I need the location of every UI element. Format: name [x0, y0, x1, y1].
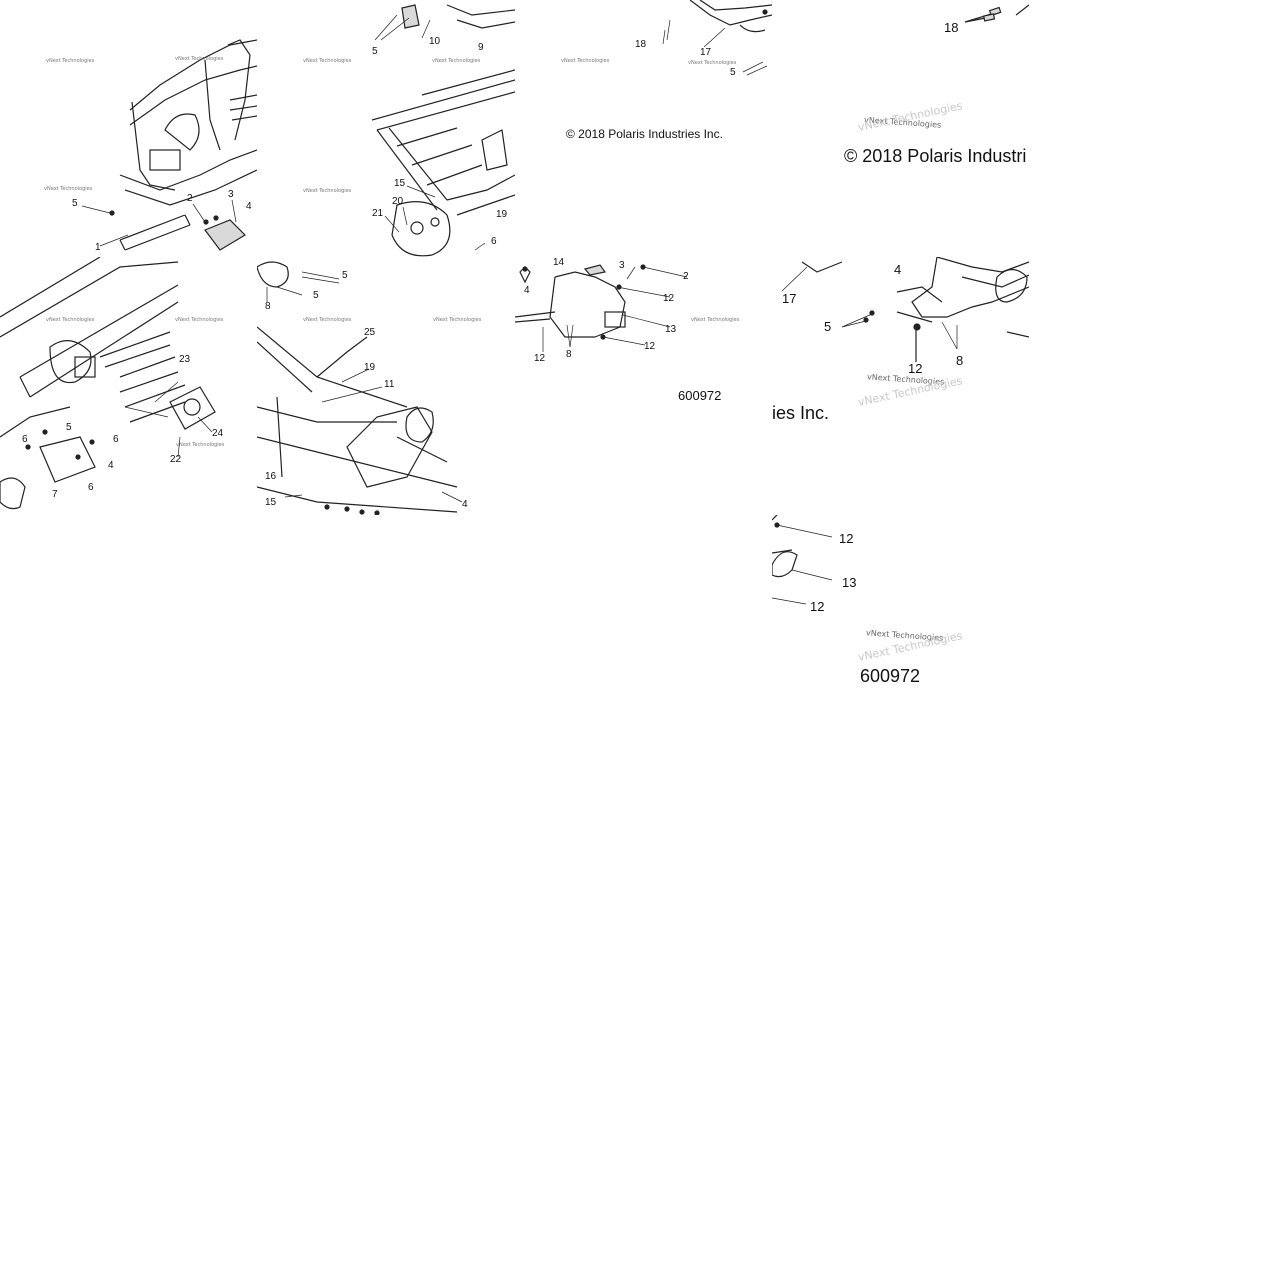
callout-18: 18 — [635, 39, 647, 50]
callout-1: 1 — [95, 242, 101, 253]
callout-12: 12 — [534, 353, 546, 364]
diagram-tile-detail: 12 13 12 vNext Technologies vNext Techno… — [772, 515, 1029, 772]
diagram-tile-tunnel-top: vNext Technologies vNext Technologies vN… — [257, 0, 515, 257]
callout-6: 6 — [22, 434, 28, 445]
callout-4: 4 — [524, 285, 530, 296]
watermark: vNext Technologies — [175, 317, 224, 323]
watermark: vNext Technologies — [303, 188, 352, 194]
callout-4: 4 — [108, 460, 114, 471]
watermark: vNext Technologies — [46, 58, 95, 64]
callout-15: 15 — [265, 497, 277, 508]
diagram-tile-side-frame: vNext Technologies vNext Technologies 5 … — [257, 257, 515, 515]
watermark: vNext Technologies — [432, 58, 481, 64]
watermark: vNext Technologies — [303, 317, 352, 323]
front-mount-drawing — [515, 264, 688, 352]
diagram-tile-copyright-large: 18 vNext Technologies vNext Technologies… — [772, 0, 1029, 257]
bolts-drawing — [964, 4, 1029, 23]
callout-5: 5 — [66, 422, 72, 433]
watermark: vNext Technologies — [303, 58, 352, 64]
callout-13: 13 — [842, 575, 857, 590]
callout-25: 25 — [364, 327, 376, 338]
rear-mount-drawing — [781, 257, 1029, 362]
detail-drawing — [772, 515, 833, 605]
watermark: vNext Technologies — [176, 442, 225, 448]
callout-7: 7 — [52, 489, 58, 500]
copyright-fragment-right: © 2018 Polaris Industri — [844, 146, 1027, 166]
callout-6: 6 — [491, 236, 497, 247]
callout-18: 18 — [944, 20, 959, 35]
callout-9: 9 — [478, 42, 484, 53]
callout-5: 5 — [313, 290, 319, 301]
diagram-tile-front-mount: vNext Technologies 14 3 2 4 12 13 12 8 1… — [515, 257, 772, 515]
watermark: vNext Technologies — [433, 317, 482, 323]
callout-23: 23 — [179, 354, 191, 365]
copyright-fragment-left: ies Inc. — [772, 403, 830, 423]
rear-frame-drawing — [662, 0, 772, 76]
watermark: vNext Technologies — [46, 317, 95, 323]
callout-4: 4 — [246, 201, 252, 212]
callout-12: 12 — [839, 531, 854, 546]
callout-12: 12 — [810, 599, 825, 614]
figure-number: 600972 — [860, 666, 921, 686]
callout-12: 12 — [644, 341, 656, 352]
figure-number: 600972 — [678, 388, 722, 403]
diagram-tile-copyright-small: vNext Technologies vNext Technologies 18… — [515, 0, 772, 257]
tunnel-drawing — [371, 4, 515, 257]
callout-6: 6 — [88, 482, 94, 493]
callout-11: 11 — [384, 379, 395, 390]
callout-4: 4 — [462, 499, 468, 510]
callout-15: 15 — [394, 178, 406, 189]
callout-14: 14 — [553, 257, 565, 268]
copyright-text: © 2018 Polaris Industries Inc. — [566, 127, 723, 141]
diagram-tile-rear-mount: 17 4 5 12 8 vNext Technologies vNext Tec… — [772, 257, 1029, 515]
callout-12: 12 — [663, 293, 675, 304]
callout-4: 4 — [894, 262, 902, 277]
callout-21: 21 — [372, 208, 384, 219]
callout-8: 8 — [956, 353, 964, 368]
callout-3: 3 — [619, 260, 625, 271]
callout-24: 24 — [212, 428, 224, 439]
watermark: vNext Technologies — [691, 317, 740, 323]
side-frame-drawing — [257, 261, 463, 515]
callout-5: 5 — [372, 46, 378, 57]
watermark: vNext Technologies — [44, 186, 93, 192]
watermark: vNext Technologies — [561, 58, 610, 64]
front-frame-drawing — [81, 39, 257, 251]
diagram-tile-front-frame: vNext Technologies vNext Technologies vN… — [0, 0, 257, 257]
callout-22: 22 — [170, 454, 182, 465]
callout-19: 19 — [496, 209, 508, 220]
diagram-tile-tunnel-rear: vNext Technologies vNext Technologies vN… — [0, 257, 257, 515]
tunnel-rear-drawing — [0, 257, 216, 510]
callout-13: 13 — [665, 324, 677, 335]
callout-8: 8 — [566, 349, 572, 360]
callout-10: 10 — [429, 36, 441, 47]
callout-5: 5 — [72, 198, 78, 209]
watermark: vNext Technologies — [688, 60, 737, 66]
callout-16: 16 — [265, 471, 277, 482]
callout-20: 20 — [392, 196, 404, 207]
callout-12: 12 — [908, 361, 923, 376]
callout-2: 2 — [683, 271, 689, 282]
callout-8: 8 — [265, 301, 271, 312]
callout-17: 17 — [700, 47, 712, 58]
callout-6: 6 — [113, 434, 119, 445]
callout-5: 5 — [342, 270, 348, 281]
callout-5: 5 — [730, 67, 736, 78]
callout-17: 17 — [782, 291, 797, 306]
callout-3: 3 — [228, 189, 234, 200]
watermark: vNext Technologies — [175, 56, 224, 62]
callout-5: 5 — [824, 319, 832, 334]
callout-19: 19 — [364, 362, 376, 373]
callout-2: 2 — [187, 193, 193, 204]
